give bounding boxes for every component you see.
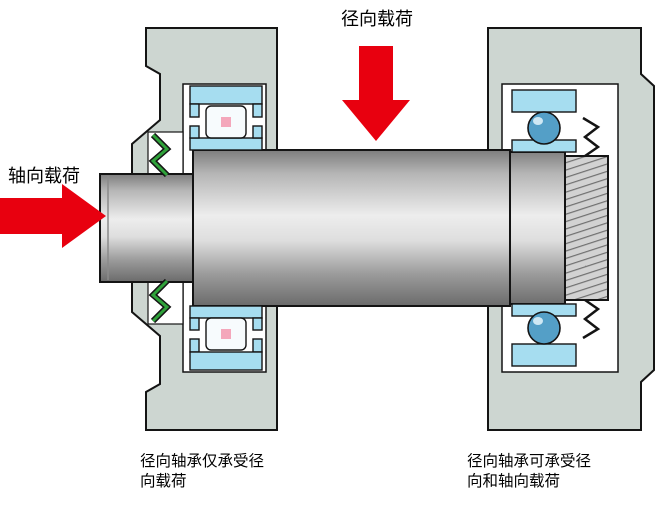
- outer-race-lip-left: [189, 103, 200, 118]
- ball: [527, 111, 561, 145]
- inner-race-lip-right: [252, 317, 263, 331]
- left-roller-bearing-top: [189, 85, 263, 151]
- ball-highlight: [533, 317, 543, 325]
- roller-cage-pin: [221, 117, 231, 127]
- shaft-threaded-end: [564, 155, 609, 301]
- radial-load-label: 径向载荷: [341, 9, 413, 29]
- right-ball-bearing-top: [511, 89, 577, 153]
- inner-race-lip-right: [252, 125, 263, 139]
- caption-left-line2: 向载荷: [140, 473, 187, 490]
- ball: [527, 311, 561, 345]
- axial-load-arrow: [0, 184, 106, 248]
- outer-race-lip-right: [252, 338, 263, 353]
- caption-left-line1: 径向轴承仅承受径: [140, 453, 265, 470]
- radial-load-arrow: [342, 46, 410, 141]
- outer-race: [511, 343, 577, 367]
- inner-race: [189, 137, 263, 151]
- lock-washer-top: [582, 116, 601, 158]
- seal-bottom-green: [150, 279, 170, 323]
- shaft-bearing-seat-right: [509, 151, 566, 305]
- outer-race: [511, 89, 577, 113]
- outer-race-lip-left: [189, 338, 200, 353]
- left-roller-bearing-bottom: [189, 305, 263, 371]
- outer-race: [189, 85, 263, 105]
- roller-cage-pin: [221, 329, 231, 339]
- shaft-main-section: [192, 149, 511, 307]
- right-ball-bearing-bottom: [511, 303, 577, 367]
- caption-right-line1: 径向轴承可承受径: [467, 453, 592, 470]
- inner-race-lip-left: [189, 125, 200, 139]
- caption-left-bearing: 径向轴承仅承受径 向载荷: [140, 452, 264, 492]
- caption-right-line2: 向和轴向载荷: [467, 473, 561, 490]
- shaft: [99, 149, 609, 307]
- caption-right-bearing: 径向轴承可承受径 向和轴向载荷: [467, 452, 591, 492]
- outer-race: [189, 351, 263, 371]
- axial-load-label: 轴向载荷: [8, 166, 80, 186]
- seal-top-green: [150, 133, 170, 177]
- right-lock-washers: [582, 116, 601, 340]
- left-lip-seals: [148, 132, 172, 324]
- lock-washer-bottom: [582, 298, 601, 340]
- inner-race: [189, 305, 263, 319]
- inner-race-lip-left: [189, 317, 200, 331]
- shaft-small-section: [99, 173, 194, 283]
- outer-race-lip-right: [252, 103, 263, 118]
- ball-highlight: [533, 117, 543, 125]
